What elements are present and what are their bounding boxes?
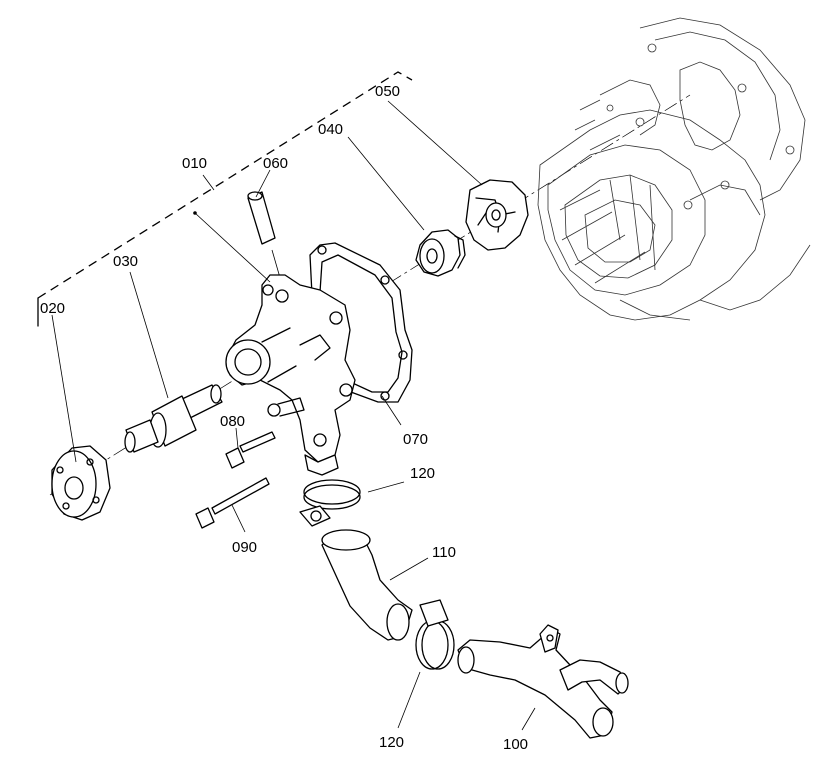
label-020: 020 — [40, 300, 65, 317]
hose — [321, 529, 413, 641]
label-010: 010 — [182, 155, 207, 172]
label-050: 050 — [375, 83, 400, 100]
leader-lines — [51, 100, 536, 731]
pin — [247, 191, 286, 296]
hose-clamp-upper — [299, 479, 361, 527]
bolt-long — [195, 477, 270, 529]
label-040: 040 — [318, 121, 343, 138]
bolt-short — [225, 431, 276, 469]
label-120-lower: 120 — [379, 734, 404, 751]
label-090: 090 — [232, 539, 257, 556]
label-030: 030 — [113, 253, 138, 270]
label-100: 100 — [503, 736, 528, 753]
mechanical-seal — [415, 229, 466, 277]
label-060: 060 — [263, 155, 288, 172]
label-110: 110 — [432, 544, 456, 561]
label-080: 080 — [220, 413, 245, 430]
pump-shaft-bearing — [124, 384, 223, 453]
hose-clamp-lower — [415, 599, 455, 670]
water-pump-body — [225, 274, 356, 476]
label-070: 070 — [403, 431, 428, 448]
impeller — [465, 179, 529, 251]
water-pipe — [457, 624, 629, 739]
engine-block — [537, 17, 811, 321]
assembly-bracket — [37, 71, 413, 327]
fan-flange — [51, 445, 111, 521]
label-120-upper: 120 — [410, 465, 435, 482]
